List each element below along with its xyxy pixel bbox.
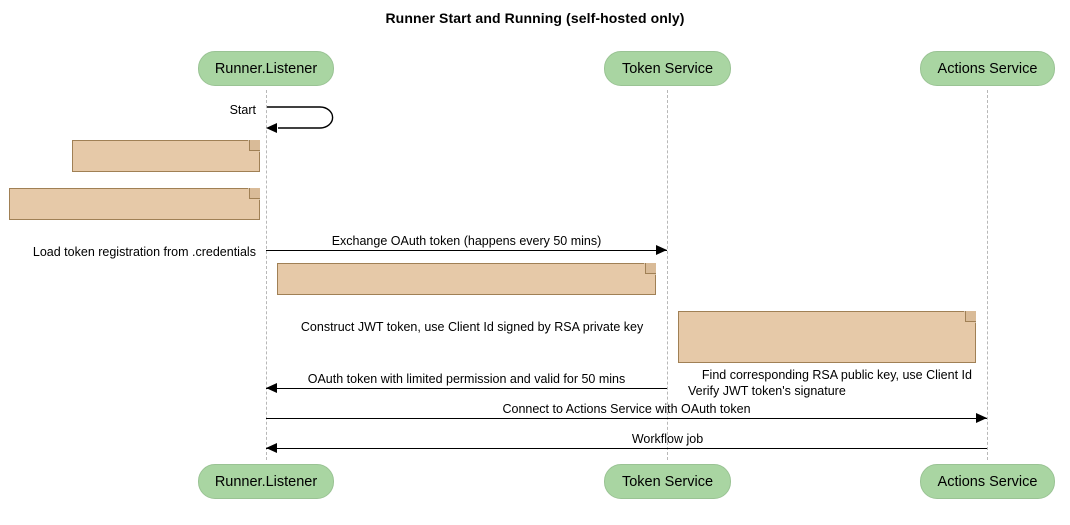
note-text: Find corresponding RSA public key, use C… xyxy=(688,368,972,398)
message-start-selfloop xyxy=(266,103,346,133)
note-construct-jwt-token: Construct JWT token, use Client Id signe… xyxy=(277,263,656,334)
message-connect-actions-service-arrowhead xyxy=(976,413,987,423)
participant-label: Token Service xyxy=(621,60,714,77)
note-load-config-info: Load config info from .runner xyxy=(72,140,260,211)
message-workflow-job-line xyxy=(266,448,987,449)
note-fold-corner-icon xyxy=(645,263,656,274)
participant-label: Token Service xyxy=(621,473,714,490)
message-exchange-oauth-token-arrowhead xyxy=(656,245,667,255)
participant-top-token-service[interactable]: Token Service xyxy=(604,51,731,86)
note-fold-corner-icon xyxy=(249,188,260,199)
participant-label: Runner.Listener xyxy=(214,473,318,490)
message-oauth-token-response-arrowhead xyxy=(266,383,277,393)
participant-top-actions-service[interactable]: Actions Service xyxy=(920,51,1055,86)
participant-label: Actions Service xyxy=(937,60,1038,77)
note-load-token-registration: Load token registration from .credential… xyxy=(9,188,260,259)
note-text: Load token registration from .credential… xyxy=(32,245,256,259)
message-connect-actions-service-label: Connect to Actions Service with OAuth to… xyxy=(502,402,751,416)
participant-bottom-token-service[interactable]: Token Service xyxy=(604,464,731,499)
note-verify-jwt-signature: Find corresponding RSA public key, use C… xyxy=(678,311,976,398)
lifeline-actions-service xyxy=(987,90,988,460)
message-exchange-oauth-token-line xyxy=(266,250,667,251)
message-start-label: Start xyxy=(229,103,256,117)
note-text: Construct JWT token, use Client Id signe… xyxy=(300,320,644,334)
message-workflow-job-arrowhead xyxy=(266,443,277,453)
diagram-title: Runner Start and Running (self-hosted on… xyxy=(385,10,685,26)
message-oauth-token-response-line xyxy=(266,388,667,389)
participant-bottom-runner-listener[interactable]: Runner.Listener xyxy=(198,464,334,499)
note-fold-corner-icon xyxy=(965,311,976,322)
message-oauth-token-response-label: OAuth token with limited permission and … xyxy=(307,372,626,386)
participant-top-runner-listener[interactable]: Runner.Listener xyxy=(198,51,334,86)
lifeline-runner-listener xyxy=(266,90,267,460)
message-workflow-job-label: Workflow job xyxy=(631,432,704,446)
lifeline-token-service xyxy=(667,90,668,460)
participant-label: Actions Service xyxy=(937,473,1038,490)
participant-bottom-actions-service[interactable]: Actions Service xyxy=(920,464,1055,499)
message-connect-actions-service-line xyxy=(266,418,987,419)
participant-label: Runner.Listener xyxy=(214,60,318,77)
message-start-arrowhead xyxy=(266,123,277,133)
message-exchange-oauth-token-label: Exchange OAuth token (happens every 50 m… xyxy=(331,234,602,248)
note-fold-corner-icon xyxy=(249,140,260,151)
